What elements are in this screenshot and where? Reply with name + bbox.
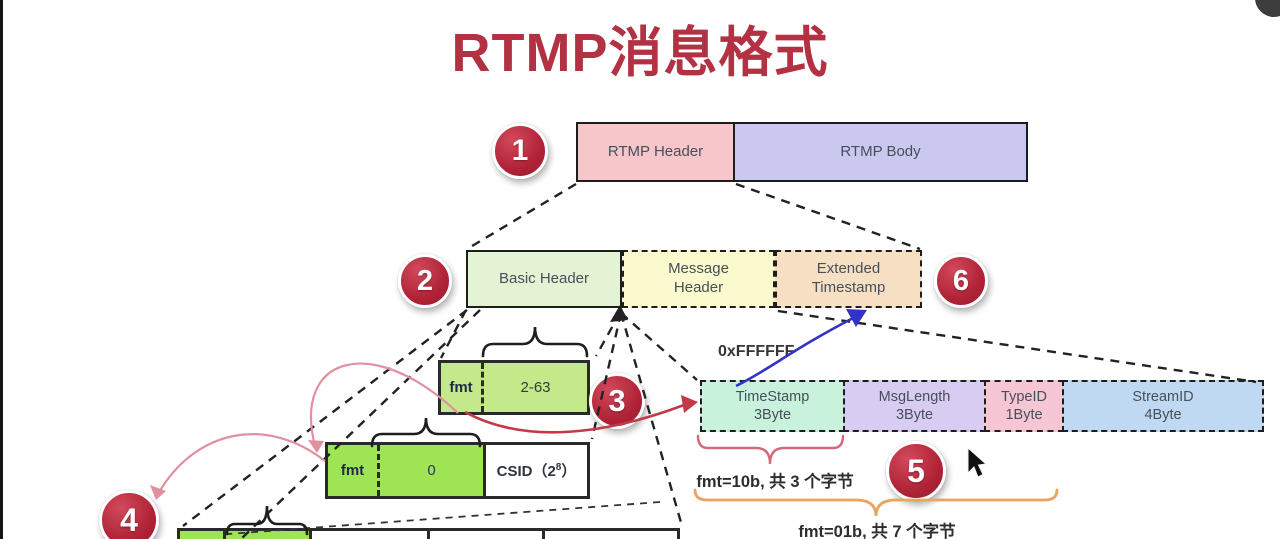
left-edge-strip [0, 0, 3, 539]
rtmp-header-label: RTMP Header [607, 142, 704, 160]
black-braces [225, 326, 589, 536]
timestamp-field-line1: TimeStamp [735, 388, 810, 405]
typeid-field-box: TypeID 1Byte [984, 380, 1064, 432]
bottom-row-cell-4 [427, 531, 542, 539]
step-badge-5: 5 [886, 441, 946, 501]
basic-header-fmt0-box: fmt 0 CSID（28） [325, 442, 590, 499]
basic-header-box: Basic Header [466, 250, 622, 308]
message-header-line2: Header [673, 279, 724, 296]
timestamp-field-box: TimeStamp 3Byte [700, 380, 845, 432]
fmt63-value-cell: 2-63 [481, 363, 587, 412]
bottom-partial-row [177, 528, 680, 539]
fmt63-fmt-label: fmt [449, 379, 473, 396]
typeid-field-line2: 1Byte [1005, 407, 1043, 423]
rtmp-header-box: RTMP Header [576, 122, 735, 182]
streamid-field-box: StreamID 4Byte [1062, 380, 1264, 432]
extended-timestamp-line1: Extended [816, 260, 881, 278]
pink-arrowhead-1 [308, 440, 324, 453]
pink-arrowhead-2 [150, 485, 166, 500]
bottom-row-cell-5 [542, 531, 677, 539]
csid-label: CSID（28） [496, 462, 577, 480]
extended-timestamp-box: Extended Timestamp [775, 250, 922, 308]
bottom-row-cell-2 [223, 531, 309, 539]
fmt01-note: fmt=01b, 共 7 个字节 [798, 523, 956, 539]
page-title: RTMP消息格式 [451, 23, 829, 83]
basic-header-label: Basic Header [498, 269, 590, 287]
step-badge-2: 2 [398, 254, 452, 308]
fmt63-value-label: 2-63 [520, 379, 551, 396]
step-badge-1-number: 1 [511, 134, 529, 167]
fmt0-value-label: 0 [427, 462, 436, 479]
streamid-field-line2: 4Byte [1144, 407, 1182, 423]
hex-ffffff-note: 0xFFFFFF [718, 343, 795, 360]
fmt0-value-cell: 0 [377, 445, 483, 496]
step-badge-6: 6 [934, 254, 988, 308]
bottom-row-cell-1 [180, 531, 223, 539]
msglength-field-line2: 3Byte [895, 407, 934, 423]
message-header-line1: Message [668, 260, 729, 278]
basic-header-fmt63-box: fmt 2-63 [438, 360, 590, 415]
step-badge-4-number: 4 [120, 501, 138, 538]
timestamp-field-line2: 3Byte [753, 407, 792, 423]
fmt63-fmt-cell: fmt [441, 363, 481, 412]
fmt0-fmt-cell: fmt [328, 445, 377, 496]
mouse-cursor [967, 446, 988, 478]
fmt0-fmt-label: fmt [340, 462, 365, 479]
step-badge-2-number: 2 [416, 264, 434, 297]
blue-arrowhead [846, 309, 867, 327]
rtmp-body-label: RTMP Body [840, 142, 921, 160]
typeid-field-line1: TypeID [1001, 388, 1047, 405]
orange-brace-7bytes [693, 488, 1059, 517]
step-badge-3-number: 3 [608, 383, 626, 418]
msglength-field-box: MsgLength 3Byte [843, 380, 986, 432]
step-badge-1: 1 [492, 123, 548, 179]
step-badge-6-number: 6 [952, 264, 970, 297]
streamid-field-line1: StreamID [1132, 388, 1194, 405]
msglength-field-line1: MsgLength [878, 388, 951, 405]
rtmp-body-box: RTMP Body [733, 122, 1028, 182]
bottom-row-cell-3 [309, 531, 427, 539]
red-arrowhead [681, 395, 698, 413]
step-badge-3: 3 [589, 373, 645, 429]
fmt10-note: fmt=10b, 共 3 个字节 [696, 473, 854, 491]
extended-timestamp-line2: Timestamp [811, 279, 886, 296]
fmt0-csid-cell: CSID（28） [483, 445, 587, 496]
step-badge-5-number: 5 [907, 452, 925, 489]
pink-brace-timestamp [696, 434, 845, 465]
message-header-box: Message Header [622, 250, 775, 308]
corner-dot-decoration [1255, 0, 1280, 17]
step-badge-4: 4 [99, 490, 159, 539]
